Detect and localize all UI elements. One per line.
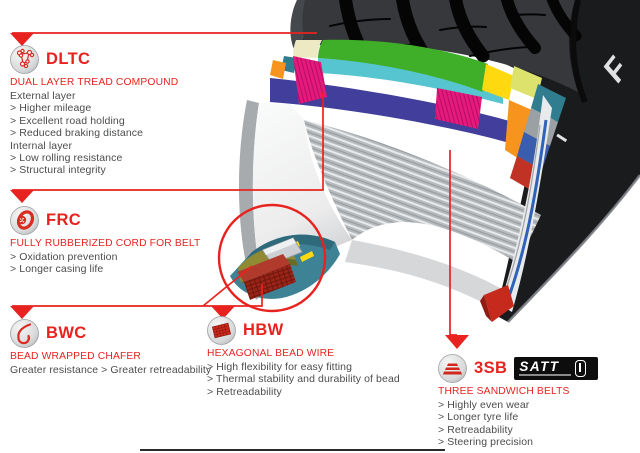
callout-arrows — [10, 33, 469, 349]
bead-wire-front — [244, 264, 296, 300]
feature-hbw: HBW HEXAGONAL BEAD WIRE > High flexibili… — [207, 316, 442, 398]
sidewall-strip-blue-line — [505, 119, 548, 303]
dltc-arrow — [10, 33, 34, 46]
feature-line: > Reduced braking distance — [10, 127, 144, 140]
feature-name: THREE SANDWICH BELTS — [438, 386, 570, 397]
strip-yellow-green — [510, 66, 542, 99]
feature-lines: > High flexibility for easy fitting > Th… — [207, 361, 442, 398]
cap-strip-cream — [293, 40, 322, 58]
feature-line: > Highly even wear — [438, 399, 530, 411]
bead-core-silver-shine — [263, 238, 296, 255]
frc-header: FRC — [10, 206, 255, 235]
feature-name: DUAL LAYER TREAD COMPOUND — [10, 77, 179, 88]
inner-lip-highlight — [507, 174, 640, 323]
feature-line: > Steering precision — [438, 436, 534, 449]
feature-line: > Retreadability — [438, 423, 513, 436]
bwc-header: BWC — [10, 319, 245, 348]
feature-line: > Longer casing life — [10, 263, 104, 276]
belt-layer-indigo — [270, 78, 513, 144]
hexagonal-bead-wire-icon — [207, 316, 236, 345]
feature-lines: External layer > Higher mileage > Excell… — [10, 90, 255, 177]
feature-line: > Thermal stability and durability of be… — [207, 373, 400, 386]
rubberized-cord-icon — [10, 206, 39, 235]
hbw-header: HBW — [207, 316, 442, 345]
feature-line: > Excellent road holding — [10, 114, 125, 127]
external-tread-layer-green — [318, 39, 488, 92]
bead-callout-line — [12, 284, 263, 307]
technology-layers — [270, 39, 566, 192]
bottom-crop-line — [140, 449, 445, 451]
feature-line: > Oxidation prevention — [10, 251, 118, 263]
feature-lines: > Oxidation prevention > Longer casing l… — [10, 251, 255, 276]
steel-belt-band — [304, 120, 541, 263]
sidewall-cut-strip — [480, 95, 552, 322]
tsb-header: 3SB SATT — [438, 354, 638, 383]
feature-line: > Higher mileage — [10, 102, 92, 115]
hbw-arrow — [211, 306, 235, 319]
feature-frc: FRC FULLY RUBBERIZED CORD FOR BELT > Oxi… — [10, 206, 255, 276]
satt-logo-text: SATT — [519, 359, 560, 374]
sidewall-strip-thin-line — [501, 124, 541, 301]
casing-and-liner — [238, 100, 541, 312]
feature-code: DLTC — [46, 50, 91, 68]
feature-code: 3SB — [474, 359, 508, 377]
feature-dltc: DLTC DUAL LAYER TREAD COMPOUND External … — [10, 45, 255, 177]
frc-arrow — [10, 190, 34, 203]
bead-wire-top — [237, 254, 290, 282]
feature-code: BWC — [46, 324, 87, 342]
feature-code: HBW — [243, 321, 284, 339]
bead-chafer-icon — [10, 319, 39, 348]
frc-cord-patch-left — [293, 56, 327, 104]
feature-3sb: 3SB SATT THREE SANDWICH BELTS > Highly e… — [438, 354, 638, 449]
dltc-header: DLTC — [10, 45, 255, 74]
tread-face — [302, 0, 578, 92]
callouts — [10, 32, 469, 349]
bead-zoom-circle — [217, 203, 327, 313]
feature-line: > High flexibility for easy fitting — [207, 361, 353, 373]
bead-detail — [230, 234, 340, 300]
feature-line: > Longer tyre life — [438, 411, 519, 424]
frc-cord-patch-right — [435, 88, 482, 129]
molecule-icon — [10, 45, 39, 74]
feature-line: > Retreadability — [207, 385, 282, 398]
tsb-arrow — [445, 335, 469, 349]
bead-casing-teal-shade — [246, 234, 335, 259]
satt-logo: SATT — [514, 357, 599, 380]
satt-tyre-symbol — [575, 360, 587, 377]
feature-code: FRC — [46, 211, 82, 229]
feature-line: Greater resistance > Greater retreadabil… — [10, 364, 212, 376]
lower-silver-band — [345, 240, 512, 312]
casing-curl-grey — [238, 100, 265, 300]
feature-name: HEXAGONAL BEAD WIRE — [207, 348, 335, 359]
sidewall-red-tip — [484, 285, 514, 322]
feature-lines: > Highly even wear > Longer tyre life > … — [438, 399, 638, 449]
edge-strip-teal-left — [281, 56, 297, 73]
sidewall-strip-white — [500, 95, 552, 312]
feature-line: > Structural integrity — [10, 164, 106, 177]
edge-strip-orange-left — [270, 60, 286, 79]
sandwich-belts-icon — [438, 354, 467, 383]
sidewall-red-tip-shade — [480, 295, 492, 322]
feature-line: External layer — [10, 90, 76, 102]
feature-lines: Greater resistance > Greater retreadabil… — [10, 364, 245, 376]
bwc-arrow — [10, 306, 34, 319]
feature-name: BEAD WRAPPED CHAFER — [10, 351, 142, 362]
shoulder-groove — [570, 0, 588, 104]
feature-bwc: BWC BEAD WRAPPED CHAFER Greater resistan… — [10, 319, 245, 376]
feature-line: > Low rolling resistance — [10, 152, 123, 165]
tyre-body: F — [290, 0, 640, 323]
frc-callout-line — [12, 92, 324, 191]
satt-tagline-bar — [519, 374, 572, 376]
belt-edge-yellow — [482, 64, 514, 100]
feature-line: Internal layer — [10, 139, 73, 152]
feature-name: FULLY RUBBERIZED CORD FOR BELT — [10, 238, 201, 249]
